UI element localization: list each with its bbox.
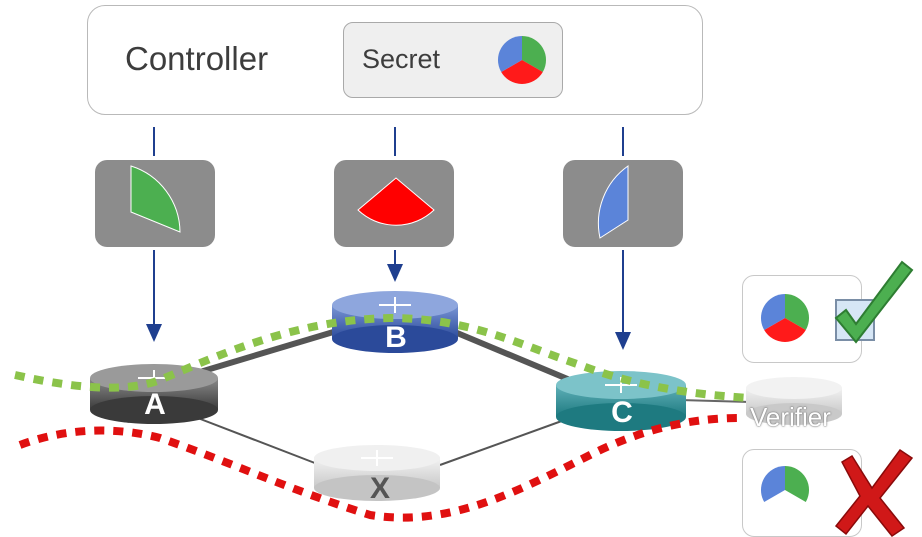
cross-icon (834, 448, 914, 537)
partial-pie-icon (760, 465, 810, 502)
blue-share-icon (597, 165, 629, 239)
valid-path (14, 313, 751, 402)
secret-pie-icon (497, 35, 547, 85)
green-share-icon (130, 165, 181, 233)
verifier-router-icon (746, 377, 842, 425)
full-pie-icon (760, 294, 810, 343)
router-b-label: B (385, 321, 407, 354)
router-x-label: X (369, 472, 390, 505)
router-b-icon (332, 291, 458, 353)
secret-label: Secret (362, 44, 441, 74)
invalid-path (18, 414, 741, 522)
checkmark-icon (834, 260, 914, 344)
controller-label: Controller (125, 40, 269, 77)
verifier-label: Verifier (750, 402, 831, 432)
router-a-label: A (144, 388, 166, 421)
red-share-icon (357, 177, 435, 226)
router-c-label: C (611, 396, 633, 429)
router-x-icon (314, 445, 440, 501)
